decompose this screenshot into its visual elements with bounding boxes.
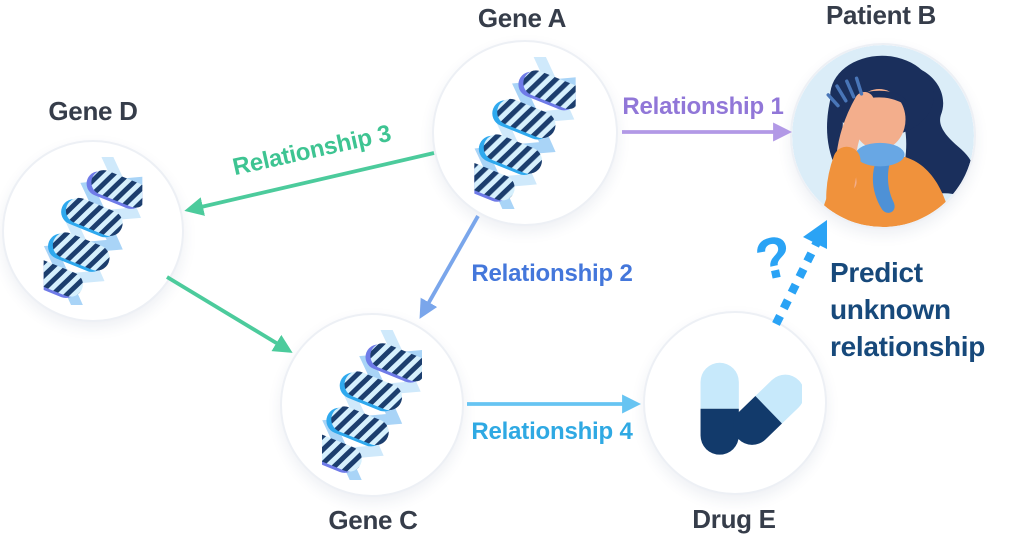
predict-annotation: Predict unknown relationship <box>830 254 985 365</box>
node-gene-a <box>432 40 618 226</box>
node-label-gene-c: Gene C <box>328 505 418 535</box>
predict-line-1: Predict <box>830 257 923 288</box>
node-label-patient-b: Patient B <box>826 0 936 30</box>
predicted-relationship-arrowhead <box>803 220 827 249</box>
question-mark: ? <box>745 218 802 298</box>
relationship-4-label: Relationship 4 <box>471 418 633 445</box>
predict-line-3: relationship <box>830 331 986 362</box>
predict-line-2: unknown <box>830 294 951 325</box>
node-label-gene-d: Gene D <box>48 96 138 126</box>
predicted-relationship-dashed-arrow <box>772 238 822 326</box>
relationship-3-arrow <box>184 151 435 216</box>
svg-text:?: ? <box>750 223 798 294</box>
relationship-2-label: Relationship 2 <box>471 260 633 287</box>
node-gene-c <box>280 313 464 497</box>
gene-d-to-gene-c-arrow <box>166 275 293 353</box>
node-label-gene-a: Gene A <box>477 3 567 33</box>
node-gene-d <box>2 140 184 322</box>
node-drug-e <box>643 311 827 495</box>
relationship-2-arrow <box>419 215 480 319</box>
relationship-1-label: Relationship 1 <box>622 93 784 120</box>
node-label-drug-e: Drug E <box>692 504 776 534</box>
